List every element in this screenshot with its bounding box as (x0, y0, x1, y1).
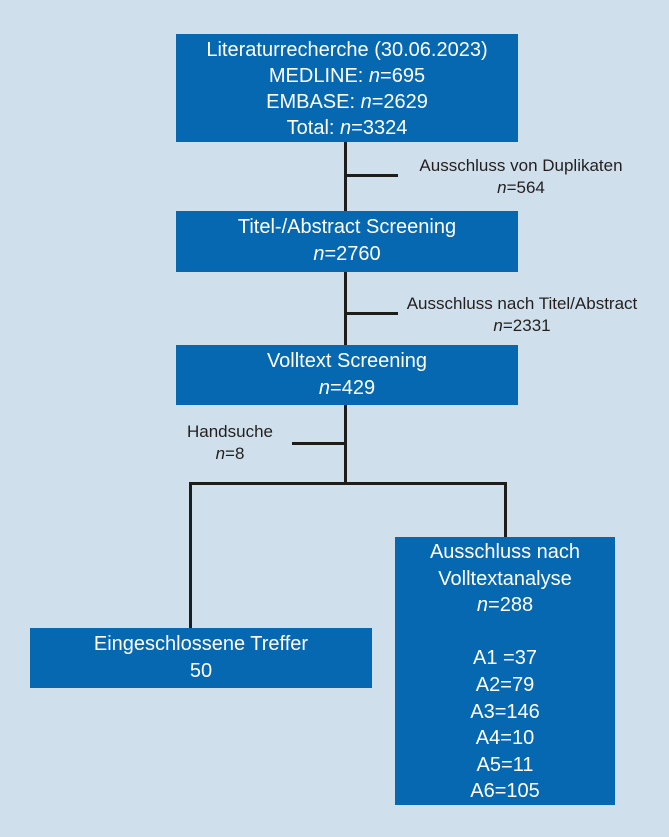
label-duplicates-excluded: Ausschluss von Duplikaten n=564 (401, 155, 641, 199)
label-hand-search: Handsuche n=8 (165, 421, 295, 465)
text-line: n=8 (215, 444, 245, 463)
text-line: 50 (189, 660, 213, 682)
text-line: MEDLINE: n=695 (268, 65, 426, 87)
text-line: n=429 (318, 377, 376, 399)
text-line: Total: n=3324 (286, 117, 408, 139)
text-line: A2=79 (475, 673, 535, 696)
box-title-abstract-screening: Titel-/Abstract Screening n=2760 (176, 211, 518, 272)
connector-tick-hand-search (292, 442, 345, 445)
box-fulltext-screening: Volltext Screening n=429 (176, 345, 518, 405)
text-line: n=2331 (493, 316, 551, 335)
text-line: Titel-/Abstract Screening (237, 216, 457, 238)
text-line: Handsuche (186, 422, 273, 441)
text-line (395, 619, 615, 646)
text-line: Ausschluss nach (429, 541, 581, 563)
text-line: A5=11 (476, 753, 534, 776)
box-literature-search: Literaturrecherche (30.06.2023) MEDLINE: … (176, 34, 518, 142)
text-line: Ausschluss nach Titel/Abstract (406, 294, 638, 313)
text-line: Volltextanalyse (438, 567, 572, 590)
text-line: A4=10 (475, 727, 535, 750)
text-line: A3=146 (470, 700, 540, 723)
connector-tick-duplicates (345, 174, 398, 177)
connector-branch-to-exclusion (504, 482, 507, 537)
label-title-abstract-excluded: Ausschluss nach Titel/Abstract n=2331 (400, 293, 644, 337)
connector-branch-to-included (189, 482, 192, 628)
text-line: A1 =37 (473, 647, 537, 670)
connector-branch-horizontal (189, 482, 507, 485)
text-line: EMBASE: n=2629 (266, 91, 428, 113)
text-line: n=2760 (313, 243, 381, 265)
text-line: Eingeschlossene Treffer (93, 633, 309, 655)
connector-title-abstract-to-fulltext (344, 272, 347, 345)
text-line: Volltext Screening (266, 350, 428, 372)
text-line: A6=105 (470, 780, 540, 803)
text-line: Ausschluss von Duplikaten (419, 156, 623, 175)
text-line: Literaturrecherche (30.06.2023) (206, 39, 488, 61)
text-line: n=288 (476, 594, 534, 617)
connector-tick-title-abstract-exclusion (345, 312, 398, 315)
text-line: n=564 (497, 178, 545, 197)
box-included-hits: Eingeschlossene Treffer 50 (30, 628, 372, 688)
connector-fulltext-to-branch (344, 405, 347, 485)
